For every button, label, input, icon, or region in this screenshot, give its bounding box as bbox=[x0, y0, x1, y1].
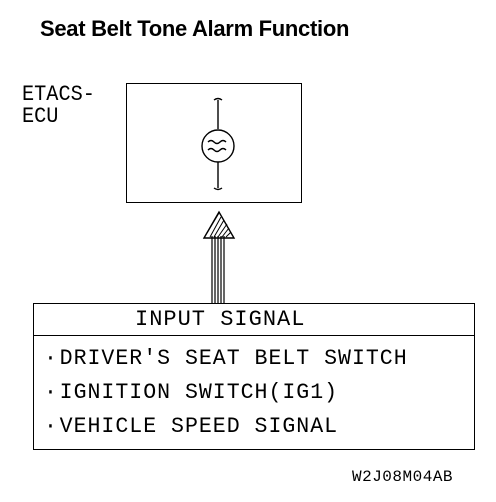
bullet: · bbox=[44, 414, 58, 439]
input-signal-header-text: INPUT SIGNAL bbox=[135, 307, 306, 332]
signal-label-vehicle-speed: VEHICLE SPEED SIGNAL bbox=[59, 414, 339, 439]
bullet: · bbox=[44, 380, 58, 405]
ecu-label-line1: ETACS- bbox=[22, 82, 95, 107]
input-signal-header: INPUT SIGNAL bbox=[34, 304, 474, 336]
diagram-title: Seat Belt Tone Alarm Function bbox=[40, 16, 350, 41]
signal-label-seat-belt-switch: DRIVER'S SEAT BELT SWITCH bbox=[59, 346, 408, 371]
input-signal-box: INPUT SIGNAL ·DRIVER'S SEAT BELT SWITCH … bbox=[33, 303, 475, 450]
input-signal-list: ·DRIVER'S SEAT BELT SWITCH ·IGNITION SWI… bbox=[44, 342, 415, 444]
ecu-label-line2: ECU bbox=[22, 104, 59, 129]
list-item: ·IGNITION SWITCH(IG1) bbox=[44, 376, 408, 410]
list-item: ·VEHICLE SPEED SIGNAL bbox=[44, 410, 408, 444]
list-item: ·DRIVER'S SEAT BELT SWITCH bbox=[44, 342, 408, 376]
arrow-up-icon bbox=[202, 210, 236, 303]
bullet: · bbox=[44, 346, 58, 371]
figure-code: W2J08M04AB bbox=[352, 468, 454, 486]
ecu-label: ETACS- ECU bbox=[22, 84, 95, 128]
signal-label-ignition-switch: IGNITION SWITCH(IG1) bbox=[59, 380, 339, 405]
buzzer-icon bbox=[201, 97, 235, 191]
ecu-box bbox=[126, 83, 302, 203]
